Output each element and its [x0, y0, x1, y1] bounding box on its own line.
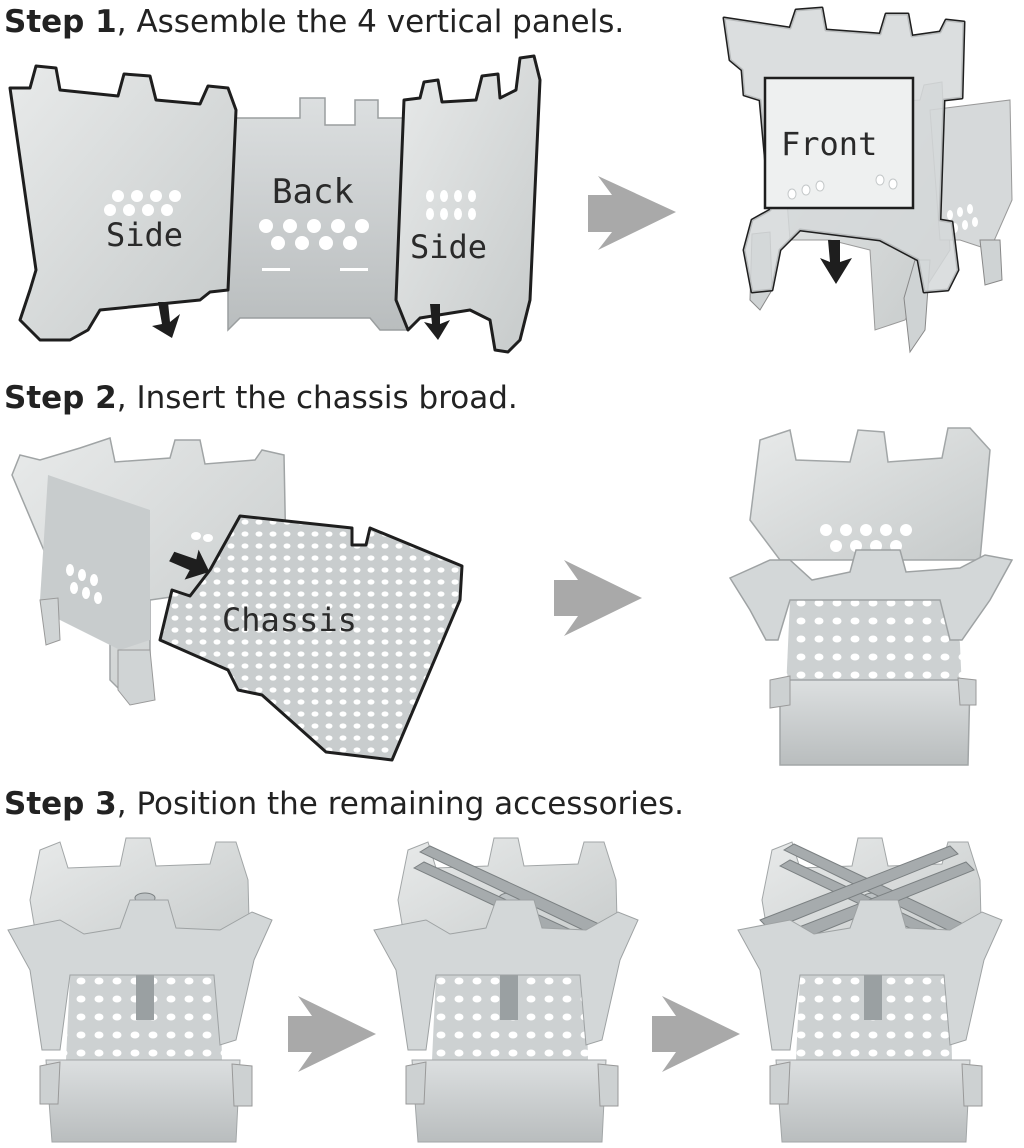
back-label: Back [272, 172, 354, 212]
step-3-title: Step 3, Position the remaining accessori… [4, 786, 684, 822]
step-2-label: Step 2 [4, 380, 117, 416]
assembled-stove-front: Front [722, 6, 1013, 354]
step-2-title: Step 2, Insert the chassis broad. [4, 380, 518, 416]
right-arrow-icon [652, 996, 740, 1072]
chassis-plate: Chassis [158, 514, 464, 762]
step-1-text: , Assemble the 4 vertical panels. [116, 4, 625, 40]
side-panel-left: Side [8, 64, 238, 342]
front-label: Front [781, 125, 877, 163]
step-3-label: Step 3 [4, 786, 117, 822]
stove-stage-1 [7, 837, 273, 1143]
step-2-text: , Insert the chassis broad. [116, 380, 518, 416]
stove-stage-2 [373, 837, 639, 1143]
side-left-label: Side [106, 216, 183, 254]
right-arrow-icon [554, 560, 642, 636]
down-arrow-icon [820, 240, 852, 284]
chassis-label: Chassis [222, 601, 357, 639]
down-arrow-icon [152, 302, 450, 340]
step-3-text: , Position the remaining accessories. [116, 786, 684, 822]
partial-stove [11, 437, 287, 706]
insert-arrow-icon [169, 549, 210, 580]
stove-stage-3 [737, 837, 1003, 1143]
side-panel-right: Side [394, 54, 542, 354]
back-panel: Back [227, 97, 409, 332]
right-arrow-icon [588, 176, 676, 250]
stove-with-chassis [728, 427, 1014, 766]
step-1-label: Step 1 [4, 4, 117, 40]
step-1-title: Step 1, Assemble the 4 vertical panels. [4, 4, 624, 40]
right-arrow-icon [288, 996, 376, 1072]
side-right-label: Side [410, 228, 487, 266]
